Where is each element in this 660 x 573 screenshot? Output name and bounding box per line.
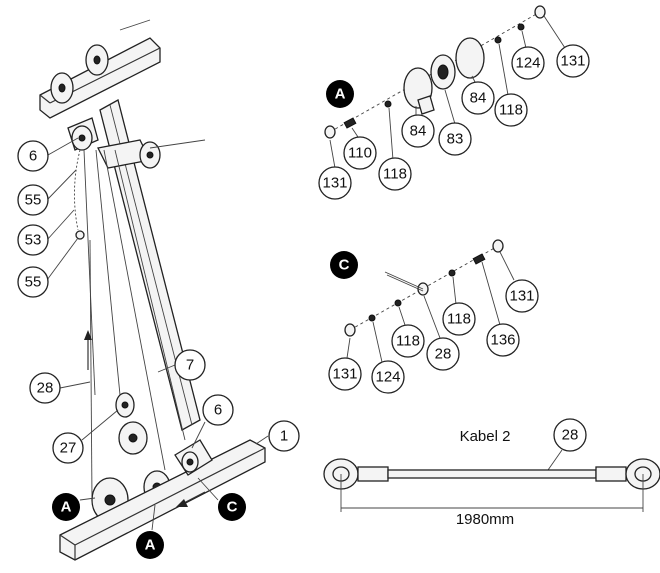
group-c-exploded [344,239,515,363]
callout-a-131-left: 131 [318,166,352,200]
washer-a-right [534,5,546,19]
washer-c-left [344,323,356,337]
callout-main-55-b: 55 [17,266,49,298]
cable-drawing: Kabel 2 28 1980mm [323,418,660,528]
callout-c-28: 28 [426,337,460,371]
svg-text:28: 28 [435,346,452,363]
callout-a-83: 83 [438,122,472,156]
svg-text:84: 84 [410,123,427,140]
cable-ferrule-right [595,466,627,482]
callout-a-84-left: 84 [401,114,435,148]
callout-main-1: 1 [268,420,300,452]
group-a-marker: A [326,80,354,108]
svg-text:6: 6 [214,402,222,419]
svg-text:118: 118 [499,102,523,119]
main-leaders [46,137,269,531]
svg-text:53: 53 [25,232,42,249]
callout-main-53: 53 [17,224,49,256]
cable-body [387,469,597,479]
cable-title: Kabel 2 [460,428,511,445]
svg-text:131: 131 [332,366,357,383]
callout-main-27: 27 [52,432,84,464]
svg-text:118: 118 [447,311,471,328]
svg-text:124: 124 [515,55,540,72]
svg-text:28: 28 [562,427,579,444]
callout-c-118-right: 118 [442,302,476,336]
callout-c-118-left: 118 [391,324,425,358]
svg-text:118: 118 [383,166,407,183]
washer-a-left [324,125,336,139]
svg-text:118: 118 [396,333,420,350]
bolt-110 [343,117,357,129]
svg-text:27: 27 [60,440,77,457]
svg-text:A: A [61,499,72,516]
callout-cable-28 [553,418,587,452]
callout-c-136: 136 [486,323,520,357]
marker-main-a-left: A [52,493,80,521]
cable-length: 1980mm [456,511,514,528]
svg-text:28: 28 [37,380,54,397]
callout-a-131-right: 131 [556,44,590,78]
svg-text:55: 55 [25,274,42,291]
svg-text:55: 55 [25,192,42,209]
group-c-marker: C [330,251,358,279]
main-frame-drawing [39,19,266,561]
main-markers: A A C [52,493,246,559]
callout-a-84-right: 84 [461,81,495,115]
group-a-callouts: 131 110 118 84 83 84 118 124 131 [318,44,590,200]
plate-84-right [455,37,485,79]
callout-a-118-left: 118 [378,157,412,191]
svg-text:131: 131 [509,288,534,305]
callout-a-110: 110 [343,136,377,170]
washer-c-right [492,239,504,253]
callout-c-131-left: 131 [328,357,362,391]
svg-text:C: C [227,499,238,516]
callout-main-6-top: 6 [17,140,49,172]
svg-text:131: 131 [322,175,347,192]
callout-a-124: 124 [511,46,545,80]
svg-text:136: 136 [490,332,515,349]
main-callouts: 6 55 53 55 28 27 7 6 1 [17,140,300,464]
callout-main-28: 28 [29,372,61,404]
svg-text:A: A [145,537,156,554]
upright-post [99,99,201,431]
marker-main-a-bottom: A [136,531,164,559]
callout-main-7: 7 [174,349,206,381]
callout-a-118-right: 118 [494,93,528,127]
svg-text:1: 1 [280,428,288,445]
callout-main-6-base: 6 [202,394,234,426]
svg-text:A: A [335,86,346,103]
svg-text:131: 131 [560,53,585,70]
svg-text:124: 124 [375,369,400,386]
chain [74,149,81,231]
bolt-136 [472,253,486,265]
svg-text:C: C [339,257,350,274]
svg-text:110: 110 [348,145,372,162]
marker-main-c: C [218,493,246,521]
cable-ferrule-left [357,466,389,482]
callout-c-131-right: 131 [505,279,539,313]
callout-main-55-a: 55 [17,184,49,216]
group-a-exploded [324,5,566,169]
callout-c-124: 124 [371,360,405,394]
svg-text:84: 84 [470,90,487,107]
svg-text:7: 7 [186,357,194,374]
svg-text:83: 83 [447,131,464,148]
svg-text:6: 6 [29,148,37,165]
group-c-callouts: 131 118 118 28 124 136 131 [328,279,539,394]
